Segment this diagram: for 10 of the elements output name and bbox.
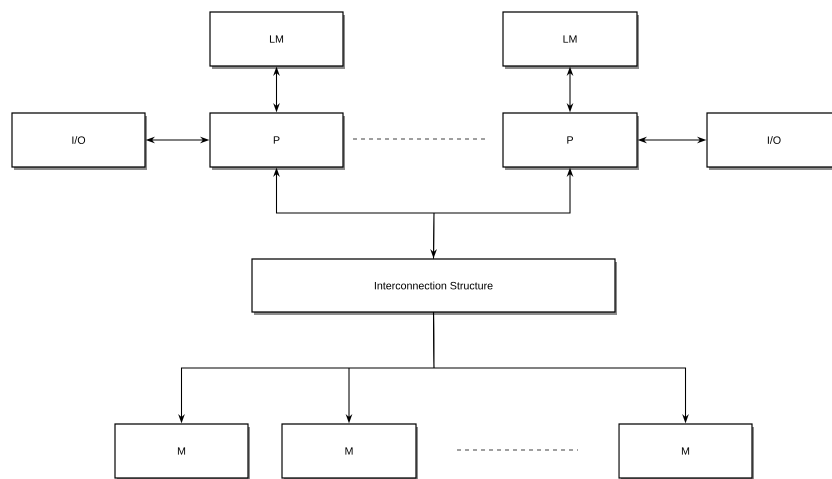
box: I/O — [706, 112, 832, 170]
box: M — [114, 423, 250, 479]
box: I/O — [11, 112, 147, 170]
box: P — [209, 112, 345, 170]
box: M — [618, 423, 754, 479]
box: M — [281, 423, 418, 479]
box: LM — [209, 11, 345, 69]
box: Interconnection Structure — [251, 258, 617, 315]
box: LM — [502, 11, 639, 69]
box: P — [502, 112, 639, 170]
